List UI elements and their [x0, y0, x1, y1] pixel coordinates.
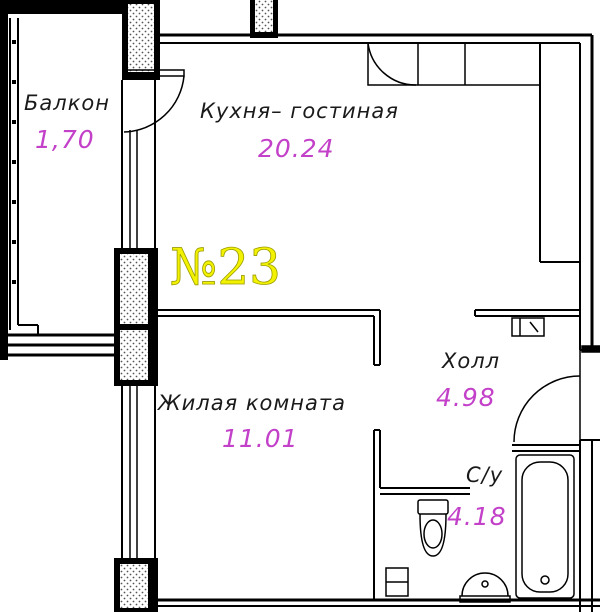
room-name: Балкон	[24, 91, 110, 115]
room-name: Жилая комната	[156, 391, 346, 415]
balcony-rail-dots	[12, 40, 16, 284]
room-area: 4.98	[436, 383, 496, 412]
apartment-number: №23	[170, 238, 282, 297]
room-name: Холл	[441, 349, 500, 373]
room-living: Жилая комната 11.01	[156, 391, 346, 453]
room-hall: Холл 4.98	[436, 349, 500, 412]
room-balcony: Балкон 1,70	[24, 91, 110, 154]
room-area: 1,70	[35, 125, 95, 154]
balcony-walls	[0, 18, 122, 357]
bathtub	[515, 454, 575, 599]
top-column	[0, 0, 278, 360]
entrance-door	[513, 345, 600, 443]
room-bathroom: С/у 4.18	[447, 463, 507, 531]
toilet	[417, 499, 449, 557]
room-area: 20.24	[258, 134, 335, 163]
room-area: 11.01	[222, 424, 299, 453]
middle-column	[114, 248, 158, 386]
room-area: 4.18	[447, 502, 507, 531]
washer	[385, 567, 409, 597]
room-name: С/у	[466, 463, 503, 487]
sink	[459, 572, 511, 603]
room-name: Кухня– гостиная	[200, 99, 399, 123]
bottom-column	[114, 558, 158, 612]
interior-walls	[158, 43, 580, 600]
balcony-door	[123, 69, 185, 133]
kitchen-counters	[367, 42, 545, 337]
left-window-walls	[121, 80, 156, 560]
room-kitchen-living: Кухня– гостиная 20.24	[200, 99, 399, 163]
apartment-number-text: №23	[170, 238, 281, 296]
